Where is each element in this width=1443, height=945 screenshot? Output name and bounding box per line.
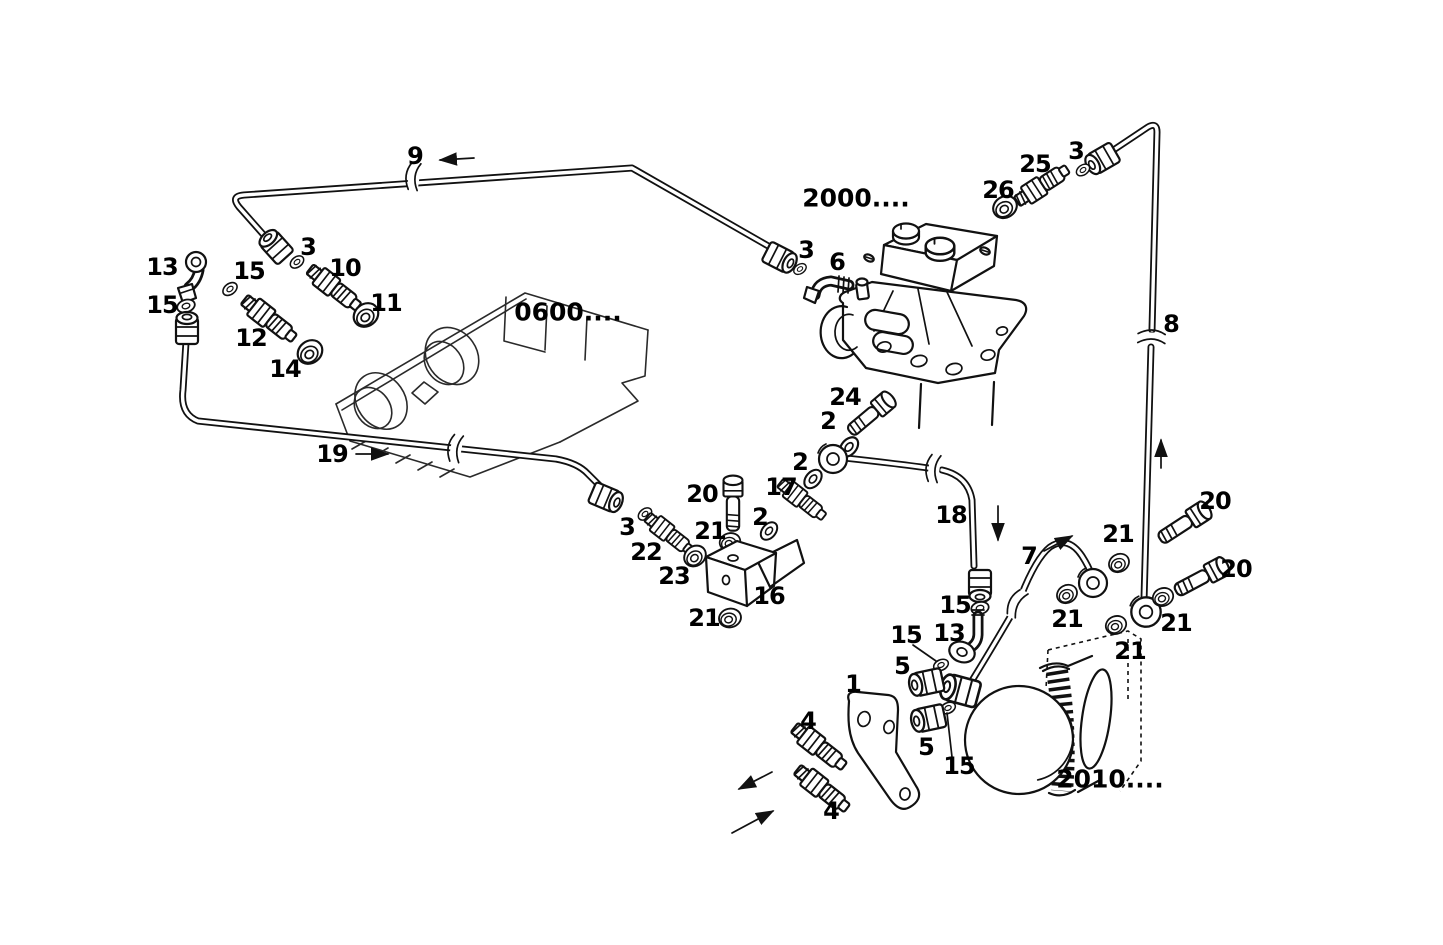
pipe-nut (967, 568, 993, 604)
banjo-eye-18 (816, 442, 849, 475)
filter-body-lines (917, 380, 996, 430)
banjo-bolt-24 (842, 388, 900, 441)
bolt-20 (1170, 554, 1234, 602)
union-17 (773, 474, 831, 526)
filter-canister (963, 630, 1142, 797)
fitting-group-pipe8-top (987, 140, 1122, 224)
flow-arrows (355, 152, 1168, 834)
elbow-6 (802, 275, 855, 305)
fitting-4 (786, 718, 852, 776)
washer-15 (219, 279, 241, 299)
drain-group (786, 568, 993, 818)
ring-21 (1052, 580, 1082, 608)
ring-21 (1104, 549, 1134, 577)
flow-arrow-out (737, 771, 773, 790)
washer-2 (799, 465, 827, 493)
bracket-block-16-group (635, 474, 806, 631)
washer-2 (756, 518, 782, 544)
ring-14 (291, 334, 329, 370)
nut-5 (907, 702, 948, 735)
ring-21 (716, 605, 744, 631)
hose-18 (841, 454, 978, 570)
union-10 (302, 259, 366, 317)
bracket-1 (847, 690, 921, 810)
banjo-group-24-17 (756, 388, 900, 544)
ring-21 (1102, 612, 1130, 638)
pipe-nut (586, 480, 627, 516)
leader-line (946, 712, 953, 758)
union-25 (1010, 159, 1074, 211)
flow-arrow-7 (1043, 535, 1074, 552)
elbow-union-13 (176, 250, 208, 305)
union-12 (236, 290, 302, 348)
elbow-13 (948, 609, 985, 664)
hose-7 (969, 539, 1095, 683)
filter-head (819, 222, 1028, 430)
pipe-8 (1108, 121, 1161, 604)
fitting-4 (789, 760, 855, 818)
washer-3 (287, 252, 307, 272)
fitting-group-pipe9-end (760, 240, 855, 305)
pipe-19 (179, 338, 607, 493)
bolt-20 (722, 474, 744, 532)
fitting-group-top-left (174, 225, 627, 516)
head-plug (924, 236, 956, 263)
banjo-eye-7 (1076, 566, 1109, 599)
head-plug (891, 222, 921, 246)
bolt-20 (1153, 498, 1216, 549)
leader-line (912, 644, 937, 662)
flow-arrow-in (731, 810, 775, 834)
pipe-nut (174, 310, 200, 346)
pipe-9 (232, 164, 774, 254)
flow-arrow-9 (438, 152, 475, 166)
